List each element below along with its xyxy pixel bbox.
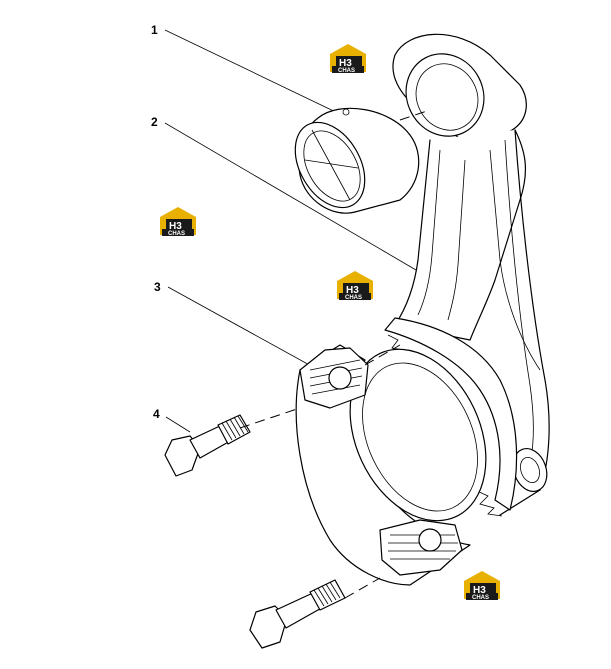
watermark-sub-4: CHAS xyxy=(472,595,489,601)
watermark-logo-1: H3 CHAS xyxy=(330,44,366,74)
watermark-brand-4: H3 xyxy=(473,585,486,596)
big-end-cap xyxy=(295,344,487,586)
callout-label-2: 2 xyxy=(151,115,158,129)
small-end-bore xyxy=(405,53,485,137)
callout-label-1: 1 xyxy=(151,23,158,37)
callout-label-4: 4 xyxy=(153,407,160,421)
rod-bolt-upper xyxy=(164,414,251,477)
watermark-sub-1: CHAS xyxy=(338,68,355,74)
leader-line-3 xyxy=(167,286,334,379)
callout-4: 4 xyxy=(153,407,191,433)
watermark-logo-3: H3 CHAS xyxy=(337,271,373,301)
leader-line-1 xyxy=(164,29,345,117)
assembly-axis-lines xyxy=(239,109,431,599)
callout-label-3: 3 xyxy=(154,280,161,294)
watermark-brand-2: H3 xyxy=(169,221,182,232)
callout-1: 1 xyxy=(151,23,345,117)
watermark-logo-2: H3 CHAS xyxy=(160,207,196,237)
watermark-sub-3: CHAS xyxy=(345,295,362,301)
bearing-shell-face xyxy=(294,121,366,209)
rod-bolt-lower xyxy=(249,579,346,649)
watermark-logo-4: H3 CHAS xyxy=(464,571,500,601)
watermark-brand-3: H3 xyxy=(346,285,359,296)
leader-line-2 xyxy=(164,122,417,271)
watermark-sub-2: CHAS xyxy=(168,231,185,237)
callout-2: 2 xyxy=(151,115,417,271)
watermark-brand-1: H3 xyxy=(339,58,352,69)
bearing-shell xyxy=(294,107,420,214)
connecting-rod xyxy=(384,33,550,517)
callout-3: 3 xyxy=(154,280,334,379)
leader-line-4 xyxy=(165,416,191,433)
